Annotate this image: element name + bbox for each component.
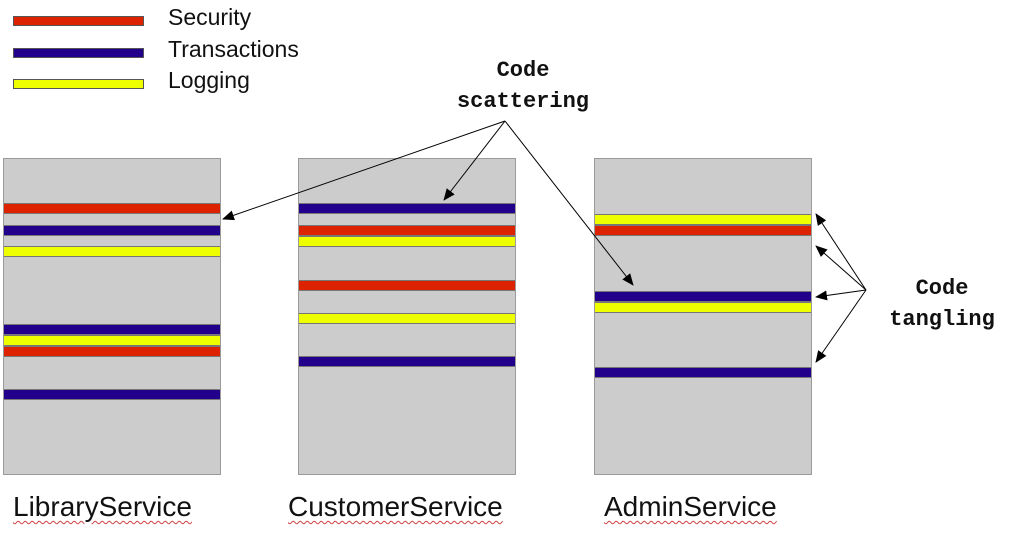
stripe-security [4, 203, 220, 214]
legend-swatch-security [13, 16, 144, 26]
customer-service-box [298, 158, 516, 475]
legend-swatch-logging [13, 79, 144, 89]
stripe-transactions [4, 389, 220, 400]
code-tangling-line1: Code [915, 276, 969, 301]
library-service-box [3, 158, 221, 475]
stripe-logging [595, 302, 811, 313]
admin-service-box [594, 158, 812, 475]
library-service-label: LibraryService [13, 491, 192, 522]
stripe-security [299, 225, 515, 236]
tangling-arrow-4 [815, 289, 867, 363]
stripe-logging [4, 246, 220, 257]
stripe-transactions [595, 367, 811, 378]
stripe-logging [299, 236, 515, 247]
scattering-arrow-customer [443, 120, 506, 201]
legend-swatch-transactions [13, 48, 144, 58]
stripe-transactions [4, 225, 220, 236]
stripe-security [595, 225, 811, 236]
code-tangling-line2: tangling [889, 307, 995, 332]
stripe-transactions [595, 291, 811, 302]
legend-label-logging: Logging [168, 67, 250, 93]
legend-label-transactions: Transactions [168, 36, 299, 62]
code-scattering-line1: Code [496, 58, 550, 83]
legend-label-security: Security [168, 4, 252, 30]
stripe-logging [595, 214, 811, 225]
scattering-arrow-library [222, 120, 506, 221]
customer-service-label: CustomerService [288, 491, 503, 522]
stripe-logging [299, 313, 515, 324]
stripe-security [4, 346, 220, 357]
stripe-logging [4, 335, 220, 346]
stripe-transactions [299, 356, 515, 367]
code-scattering-line2: scattering [456, 89, 590, 114]
code-scattering-callout: Code scattering [438, 55, 608, 117]
code-tangling-callout: Code tangling [872, 273, 1012, 335]
tangling-arrow-3 [815, 289, 867, 301]
admin-service-label: AdminService [604, 491, 777, 522]
stripe-security [299, 280, 515, 291]
tangling-arrow-1 [815, 213, 867, 291]
scattering-arrow-admin [504, 120, 634, 286]
stripe-transactions [299, 203, 515, 214]
tangling-arrow-2 [815, 245, 867, 291]
stripe-transactions [4, 324, 220, 335]
